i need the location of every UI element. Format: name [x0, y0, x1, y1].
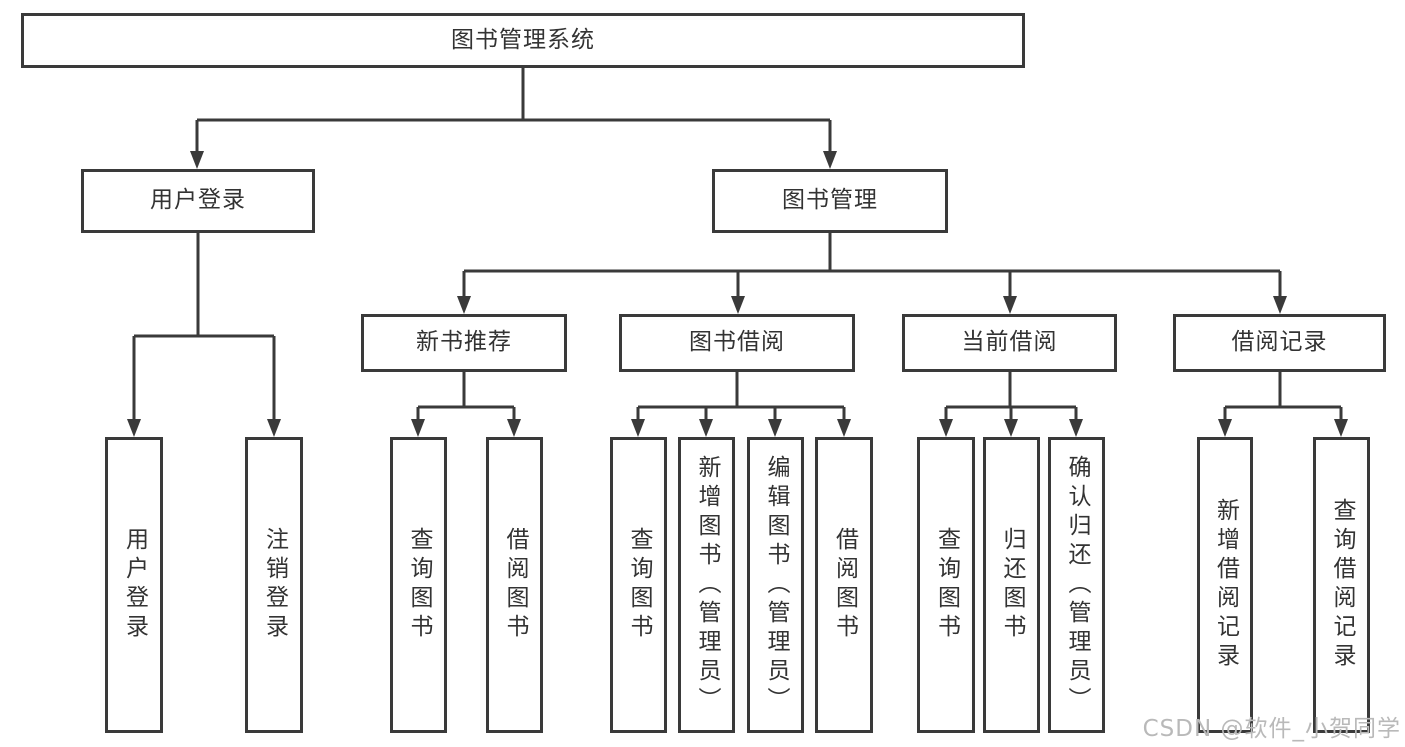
node-book-management-branch: 图书管理 [712, 169, 948, 233]
node-label: 新书推荐 [416, 329, 512, 356]
node-root-system: 图书管理系统 [21, 13, 1025, 68]
leaf-label: 注销登录 [261, 527, 288, 643]
leaf-label: 借阅图书 [831, 527, 858, 643]
leaf-confirm-return-admin: 确认归还（管理员） [1048, 437, 1105, 733]
leaf-add-borrow-record: 新增借阅记录 [1197, 437, 1253, 733]
leaf-label: 查询图书 [626, 527, 652, 643]
node-label: 图书借阅 [689, 329, 785, 356]
leaf-query-borrow-record: 查询借阅记录 [1313, 437, 1370, 733]
leaf-label: 编辑图书（管理员） [763, 454, 789, 716]
node-label: 图书管理 [782, 187, 878, 214]
node-current-borrow: 当前借阅 [902, 314, 1117, 372]
node-root-label: 图书管理系统 [451, 26, 595, 53]
leaf-query-books-borrow: 查询图书 [610, 437, 667, 733]
leaf-edit-books-admin: 编辑图书（管理员） [747, 437, 804, 733]
leaf-query-books-recommend: 查询图书 [390, 437, 447, 733]
leaf-label: 新增借阅记录 [1212, 498, 1239, 672]
leaf-label: 查询图书 [406, 527, 432, 643]
leaf-query-books-current: 查询图书 [917, 437, 975, 733]
node-label: 借阅记录 [1231, 329, 1328, 356]
node-borrow-records: 借阅记录 [1173, 314, 1386, 372]
node-new-book-recommend: 新书推荐 [361, 314, 567, 372]
node-label: 当前借阅 [961, 329, 1058, 356]
node-label: 用户登录 [150, 187, 246, 214]
leaf-borrow-books: 借阅图书 [815, 437, 873, 733]
leaf-label: 确认归还（管理员） [1064, 454, 1090, 716]
leaf-return-books: 归还图书 [983, 437, 1040, 733]
node-user-login-branch: 用户登录 [81, 169, 315, 233]
leaf-borrow-books-recommend: 借阅图书 [486, 437, 543, 733]
leaf-label: 借阅图书 [502, 527, 528, 643]
csdn-watermark: CSDN @软件_小贺同学 [1142, 716, 1401, 742]
leaf-label: 查询图书 [933, 527, 960, 643]
leaf-logout: 注销登录 [245, 437, 303, 733]
leaf-label: 查询借阅记录 [1329, 498, 1355, 672]
leaf-label: 新增图书（管理员） [694, 454, 720, 716]
leaf-label: 归还图书 [999, 527, 1025, 643]
leaf-add-books-admin: 新增图书（管理员） [678, 437, 735, 733]
leaf-user-login: 用户登录 [105, 437, 163, 733]
node-book-borrow: 图书借阅 [619, 314, 855, 372]
leaf-label: 用户登录 [121, 527, 148, 643]
